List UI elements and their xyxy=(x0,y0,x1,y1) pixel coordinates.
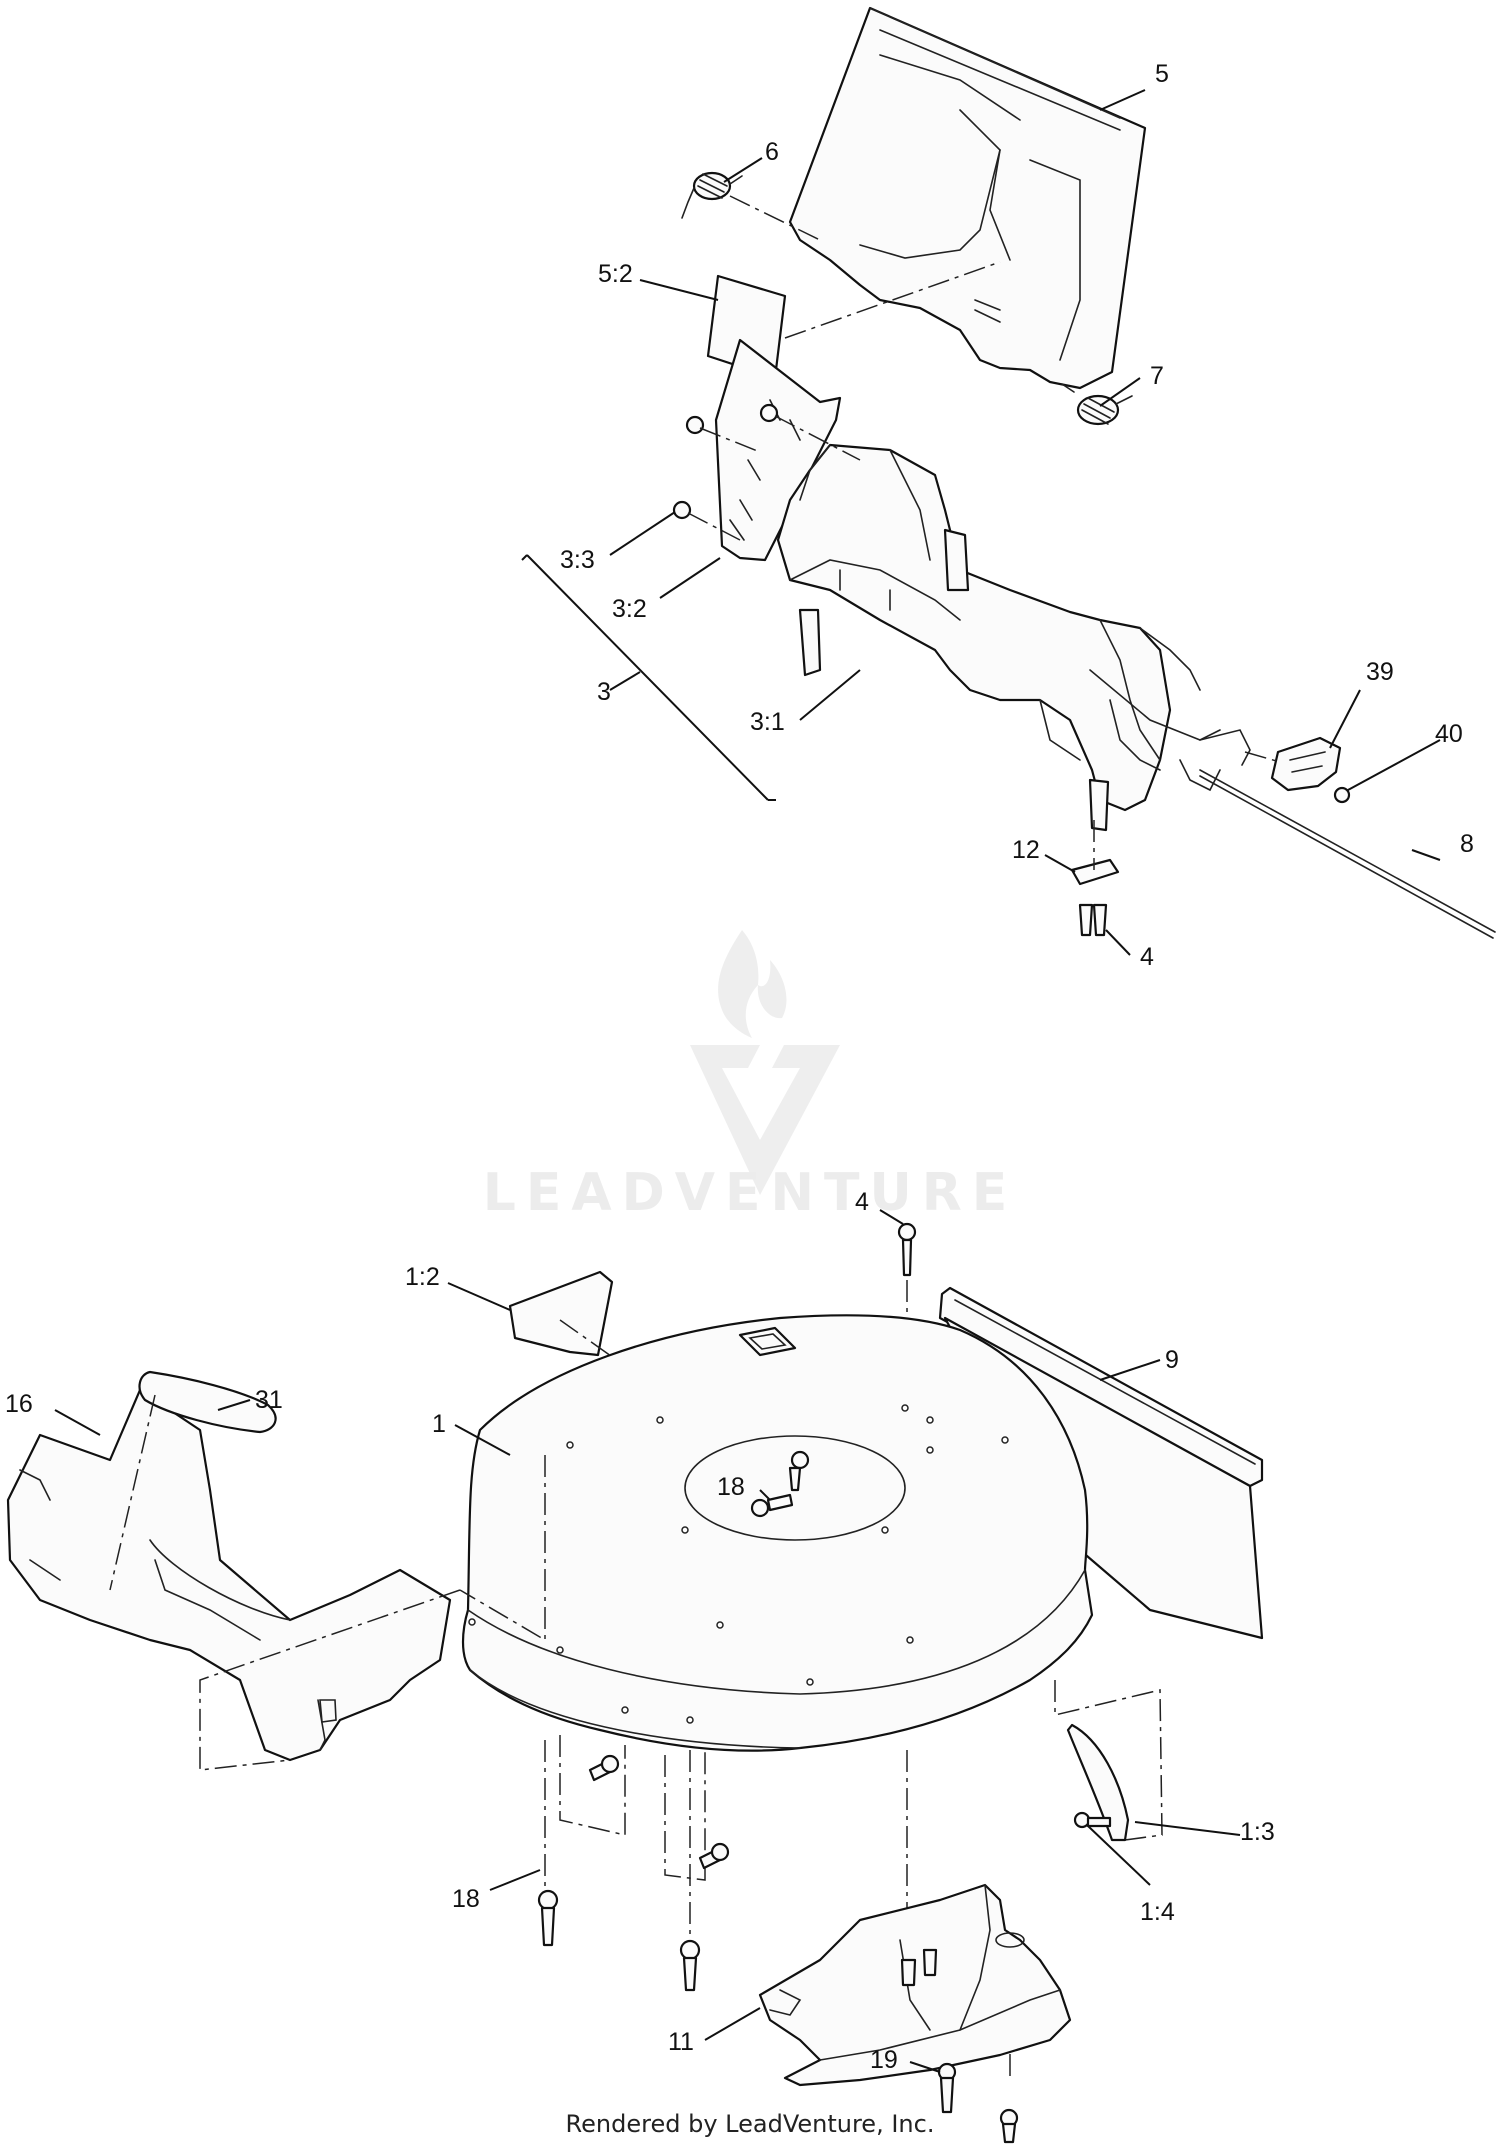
callout-4-upper: 4 xyxy=(1140,943,1154,971)
assembly-line xyxy=(687,512,741,541)
footer-credit: Rendered by LeadVenture, Inc. xyxy=(566,2110,935,2138)
screw-part-3-3 xyxy=(672,403,779,520)
group-bracket-line xyxy=(526,554,769,801)
plate-part-12 xyxy=(1070,858,1120,886)
callout-9: 9 xyxy=(1165,1346,1179,1374)
assembly-line xyxy=(729,195,821,241)
assembly-line xyxy=(784,261,1001,339)
callout-6: 6 xyxy=(765,138,779,166)
watermark-text: LEADVENTURE xyxy=(483,1163,1018,1223)
rod-part-8 xyxy=(1199,769,1496,939)
handle-bracket-assembly-part-3 xyxy=(714,338,1251,832)
callout-8: 8 xyxy=(1460,830,1474,858)
grass-bag-frame-part-16 xyxy=(6,1388,452,1762)
assembly-line xyxy=(1244,751,1281,763)
assembly-line xyxy=(559,1735,626,1836)
callout-5-2: 5:2 xyxy=(598,260,633,288)
knob-part-39 xyxy=(1270,736,1342,792)
assembly-line xyxy=(699,427,761,453)
callout-39: 39 xyxy=(1366,658,1394,686)
screw-part-19 xyxy=(937,2062,1019,2144)
callout-12: 12 xyxy=(1012,836,1040,864)
callout-3-2: 3:2 xyxy=(612,595,647,623)
callout-18-center: 18 xyxy=(717,1473,745,1501)
callout-31: 31 xyxy=(255,1386,283,1414)
leader-lines xyxy=(54,89,1441,2073)
baffle-part-11 xyxy=(758,1883,1072,2087)
callout-19: 19 xyxy=(870,2046,898,2074)
callout-7: 7 xyxy=(1150,362,1164,390)
callout-40: 40 xyxy=(1435,720,1463,748)
callout-3-3: 3:3 xyxy=(560,546,595,574)
torsion-spring-part-6 xyxy=(681,171,743,219)
grip-part-31 xyxy=(138,1370,277,1434)
torsion-spring-part-7 xyxy=(1061,383,1133,426)
callout-16: 16 xyxy=(5,1390,33,1418)
callout-18-lower: 18 xyxy=(452,1885,480,1913)
mower-deck-part-1 xyxy=(461,1314,1094,1752)
callout-1-2: 1:2 xyxy=(405,1263,440,1291)
assembly-line xyxy=(109,1394,156,1591)
rear-door-part-5 xyxy=(788,6,1147,390)
watermark-logo xyxy=(690,930,840,1195)
screw-part-4-deck xyxy=(897,1222,917,1277)
assembly-line xyxy=(199,1589,461,1771)
callout-1-4: 1:4 xyxy=(1140,1898,1175,1926)
screw-part-4 xyxy=(1078,903,1108,937)
callout-3-1: 3:1 xyxy=(750,708,785,736)
callout-1: 1 xyxy=(432,1410,446,1438)
screw-part-18-center xyxy=(750,1450,810,1518)
callout-11: 11 xyxy=(668,2028,694,2056)
assembly-line xyxy=(774,415,861,461)
assembly-line xyxy=(1054,1680,1163,1841)
side-flap-part-1-3 xyxy=(1066,1723,1130,1842)
group-bracket-line xyxy=(521,554,776,801)
screw-part-40 xyxy=(1333,786,1351,804)
screw-part-1-4 xyxy=(1073,1811,1112,1829)
assembly-line xyxy=(664,1750,706,1881)
callout-3: 3 xyxy=(597,678,611,706)
screw-part-18-lower xyxy=(537,1754,730,1992)
callout-4-deck: 4 xyxy=(855,1188,869,1216)
callout-5: 5 xyxy=(1155,60,1169,88)
callout-1-3: 1:3 xyxy=(1240,1818,1275,1846)
decal-part-1-2 xyxy=(508,1270,614,1357)
